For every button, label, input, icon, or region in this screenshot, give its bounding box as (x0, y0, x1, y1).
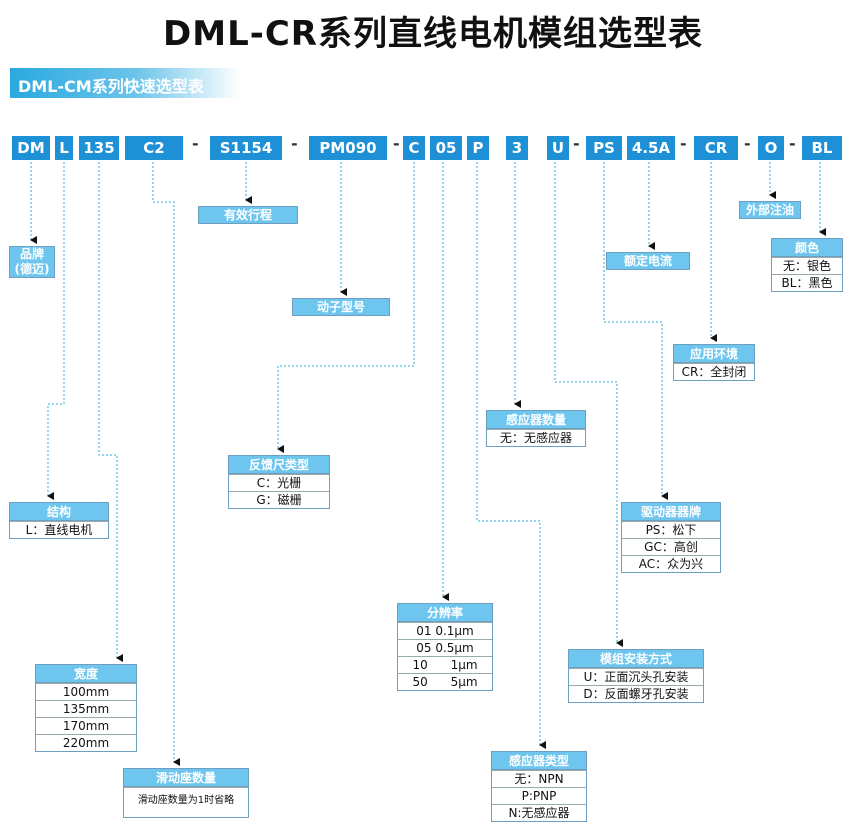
table-row: P:PNP (492, 787, 586, 804)
code-135: 135 (79, 136, 119, 160)
resolution-table: 分辨率 01 0.1μm 05 0.5μm 10 1μm 50 5μm (397, 603, 493, 691)
table-header: 驱动器器牌 (622, 503, 720, 521)
mounting-table: 模组安装方式 U：正面沉头孔安装 D：反面螺牙孔安装 (568, 649, 704, 703)
code-current: 4.5A (627, 136, 675, 160)
table-row: D：反面螺牙孔安装 (569, 685, 703, 702)
table-header: 模组安装方式 (569, 650, 703, 668)
code-c: C (403, 136, 425, 160)
code-c2: C2 (125, 136, 183, 160)
code-ps: PS (586, 136, 622, 160)
structure-table: 结构 L：直线电机 (9, 502, 109, 539)
table-header: 颜色 (772, 239, 842, 257)
subtitle-banner: DML-CM系列快速选型表 (10, 68, 240, 98)
code-05: 05 (430, 136, 462, 160)
table-header: 滑动座数量 (124, 769, 248, 787)
table-row: 135mm (36, 700, 136, 717)
table-row: 170mm (36, 717, 136, 734)
table-row: BL：黑色 (772, 274, 842, 291)
table-row: C：光栅 (229, 474, 329, 491)
table-row: 01 0.1μm (398, 622, 492, 639)
table-header: 反馈尺类型 (229, 456, 329, 474)
table-row: 无：NPN (492, 770, 586, 787)
dash: - (291, 134, 298, 153)
table-header: 结构 (10, 503, 108, 521)
mover-label: 动子型号 (292, 298, 390, 316)
table-row: L：直线电机 (10, 521, 108, 538)
table-row: 100mm (36, 683, 136, 700)
table-header: 宽度 (36, 665, 136, 683)
feedback-table: 反馈尺类型 C：光栅 G：磁栅 (228, 455, 330, 509)
sensor-type-table: 感应器类型 无：NPN P:PNP N:无感应器 (491, 751, 587, 822)
code-stroke: S1154 (210, 136, 282, 160)
table-row: AC：众为兴 (622, 555, 720, 572)
table-row: 05 0.5μm (398, 639, 492, 656)
code-bl: BL (802, 136, 842, 160)
table-row: GC：高创 (622, 538, 720, 555)
dash: - (744, 134, 751, 153)
driver-table: 驱动器器牌 PS：松下 GC：高创 AC：众为兴 (621, 502, 721, 573)
table-row: 滑动座数量为1时省略 (124, 787, 248, 816)
table-row: N:无感应器 (492, 804, 586, 821)
slider-table: 滑动座数量 滑动座数量为1时省略 (123, 768, 249, 818)
code-u: U (547, 136, 569, 160)
dash: - (393, 134, 400, 153)
oil-label: 外部注油 (739, 201, 801, 219)
color-table: 颜色 无：银色 BL：黑色 (771, 238, 843, 292)
table-row: 10 1μm (398, 656, 492, 673)
table-header: 分辨率 (398, 604, 492, 622)
code-l: L (55, 136, 73, 160)
table-header: 应用环境 (674, 345, 754, 363)
dash: - (789, 134, 796, 153)
dash: - (573, 134, 580, 153)
current-label: 额定电流 (606, 252, 690, 270)
dash: - (680, 134, 687, 153)
sensor-count-table: 感应器数量 无：无感应器 (486, 410, 586, 447)
table-row: CR：全封闭 (674, 363, 754, 380)
subtitle-text: DML-CM系列快速选型表 (18, 77, 204, 96)
page-title: DML-CR系列直线电机模组选型表 (163, 14, 703, 54)
code-p: P (467, 136, 489, 160)
dash: - (192, 134, 199, 153)
code-dm: DM (12, 136, 50, 160)
table-row: 220mm (36, 734, 136, 751)
table-header: 感应器数量 (487, 411, 585, 429)
code-3: 3 (506, 136, 528, 160)
code-o: O (758, 136, 784, 160)
table-row: G：磁栅 (229, 491, 329, 508)
code-mover: PM090 (309, 136, 387, 160)
width-table: 宽度 100mm 135mm 170mm 220mm (35, 664, 137, 752)
table-row: PS：松下 (622, 521, 720, 538)
application-table: 应用环境 CR：全封闭 (673, 344, 755, 381)
code-cr: CR (694, 136, 738, 160)
stroke-label: 有效行程 (198, 206, 298, 224)
table-row: 50 5μm (398, 673, 492, 690)
table-row: 无：无感应器 (487, 429, 585, 446)
table-header: 感应器类型 (492, 752, 586, 770)
brand-label: 品牌 (德迈) (9, 246, 55, 278)
table-row: U：正面沉头孔安装 (569, 668, 703, 685)
table-row: 无：银色 (772, 257, 842, 274)
